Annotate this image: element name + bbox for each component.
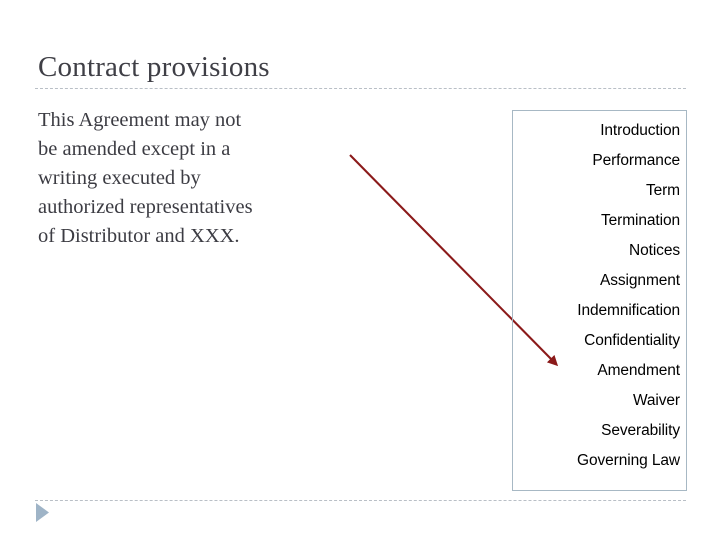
list-item-assignment[interactable]: Assignment xyxy=(600,272,680,289)
list-item-waiver[interactable]: Waiver xyxy=(632,392,680,409)
list-item-termination[interactable]: Termination xyxy=(600,212,680,229)
list-item-amendment[interactable]: Amendment xyxy=(597,362,680,379)
list-item-indemnification[interactable]: Indemnification xyxy=(577,302,680,319)
title-divider xyxy=(35,88,686,89)
provisions-list-box: Introduction Performance Term Terminatio… xyxy=(512,110,687,491)
list-item-notices[interactable]: Notices xyxy=(629,242,680,259)
list-item-confidentiality[interactable]: Confidentiality xyxy=(584,332,680,349)
list-item-governing-law[interactable]: Governing Law xyxy=(577,452,680,469)
play-triangle-icon[interactable] xyxy=(35,503,50,522)
list-item-introduction[interactable]: Introduction xyxy=(600,122,680,139)
page-title: Contract provisions xyxy=(38,51,270,83)
provisions-list: Introduction Performance Term Terminatio… xyxy=(513,111,686,476)
list-item-severability[interactable]: Severability xyxy=(601,422,680,439)
list-item-term[interactable]: Term xyxy=(645,182,680,199)
list-item-performance[interactable]: Performance xyxy=(592,152,680,169)
footer-divider xyxy=(35,500,686,501)
body-paragraph: This Agreement may not be amended except… xyxy=(38,109,253,247)
